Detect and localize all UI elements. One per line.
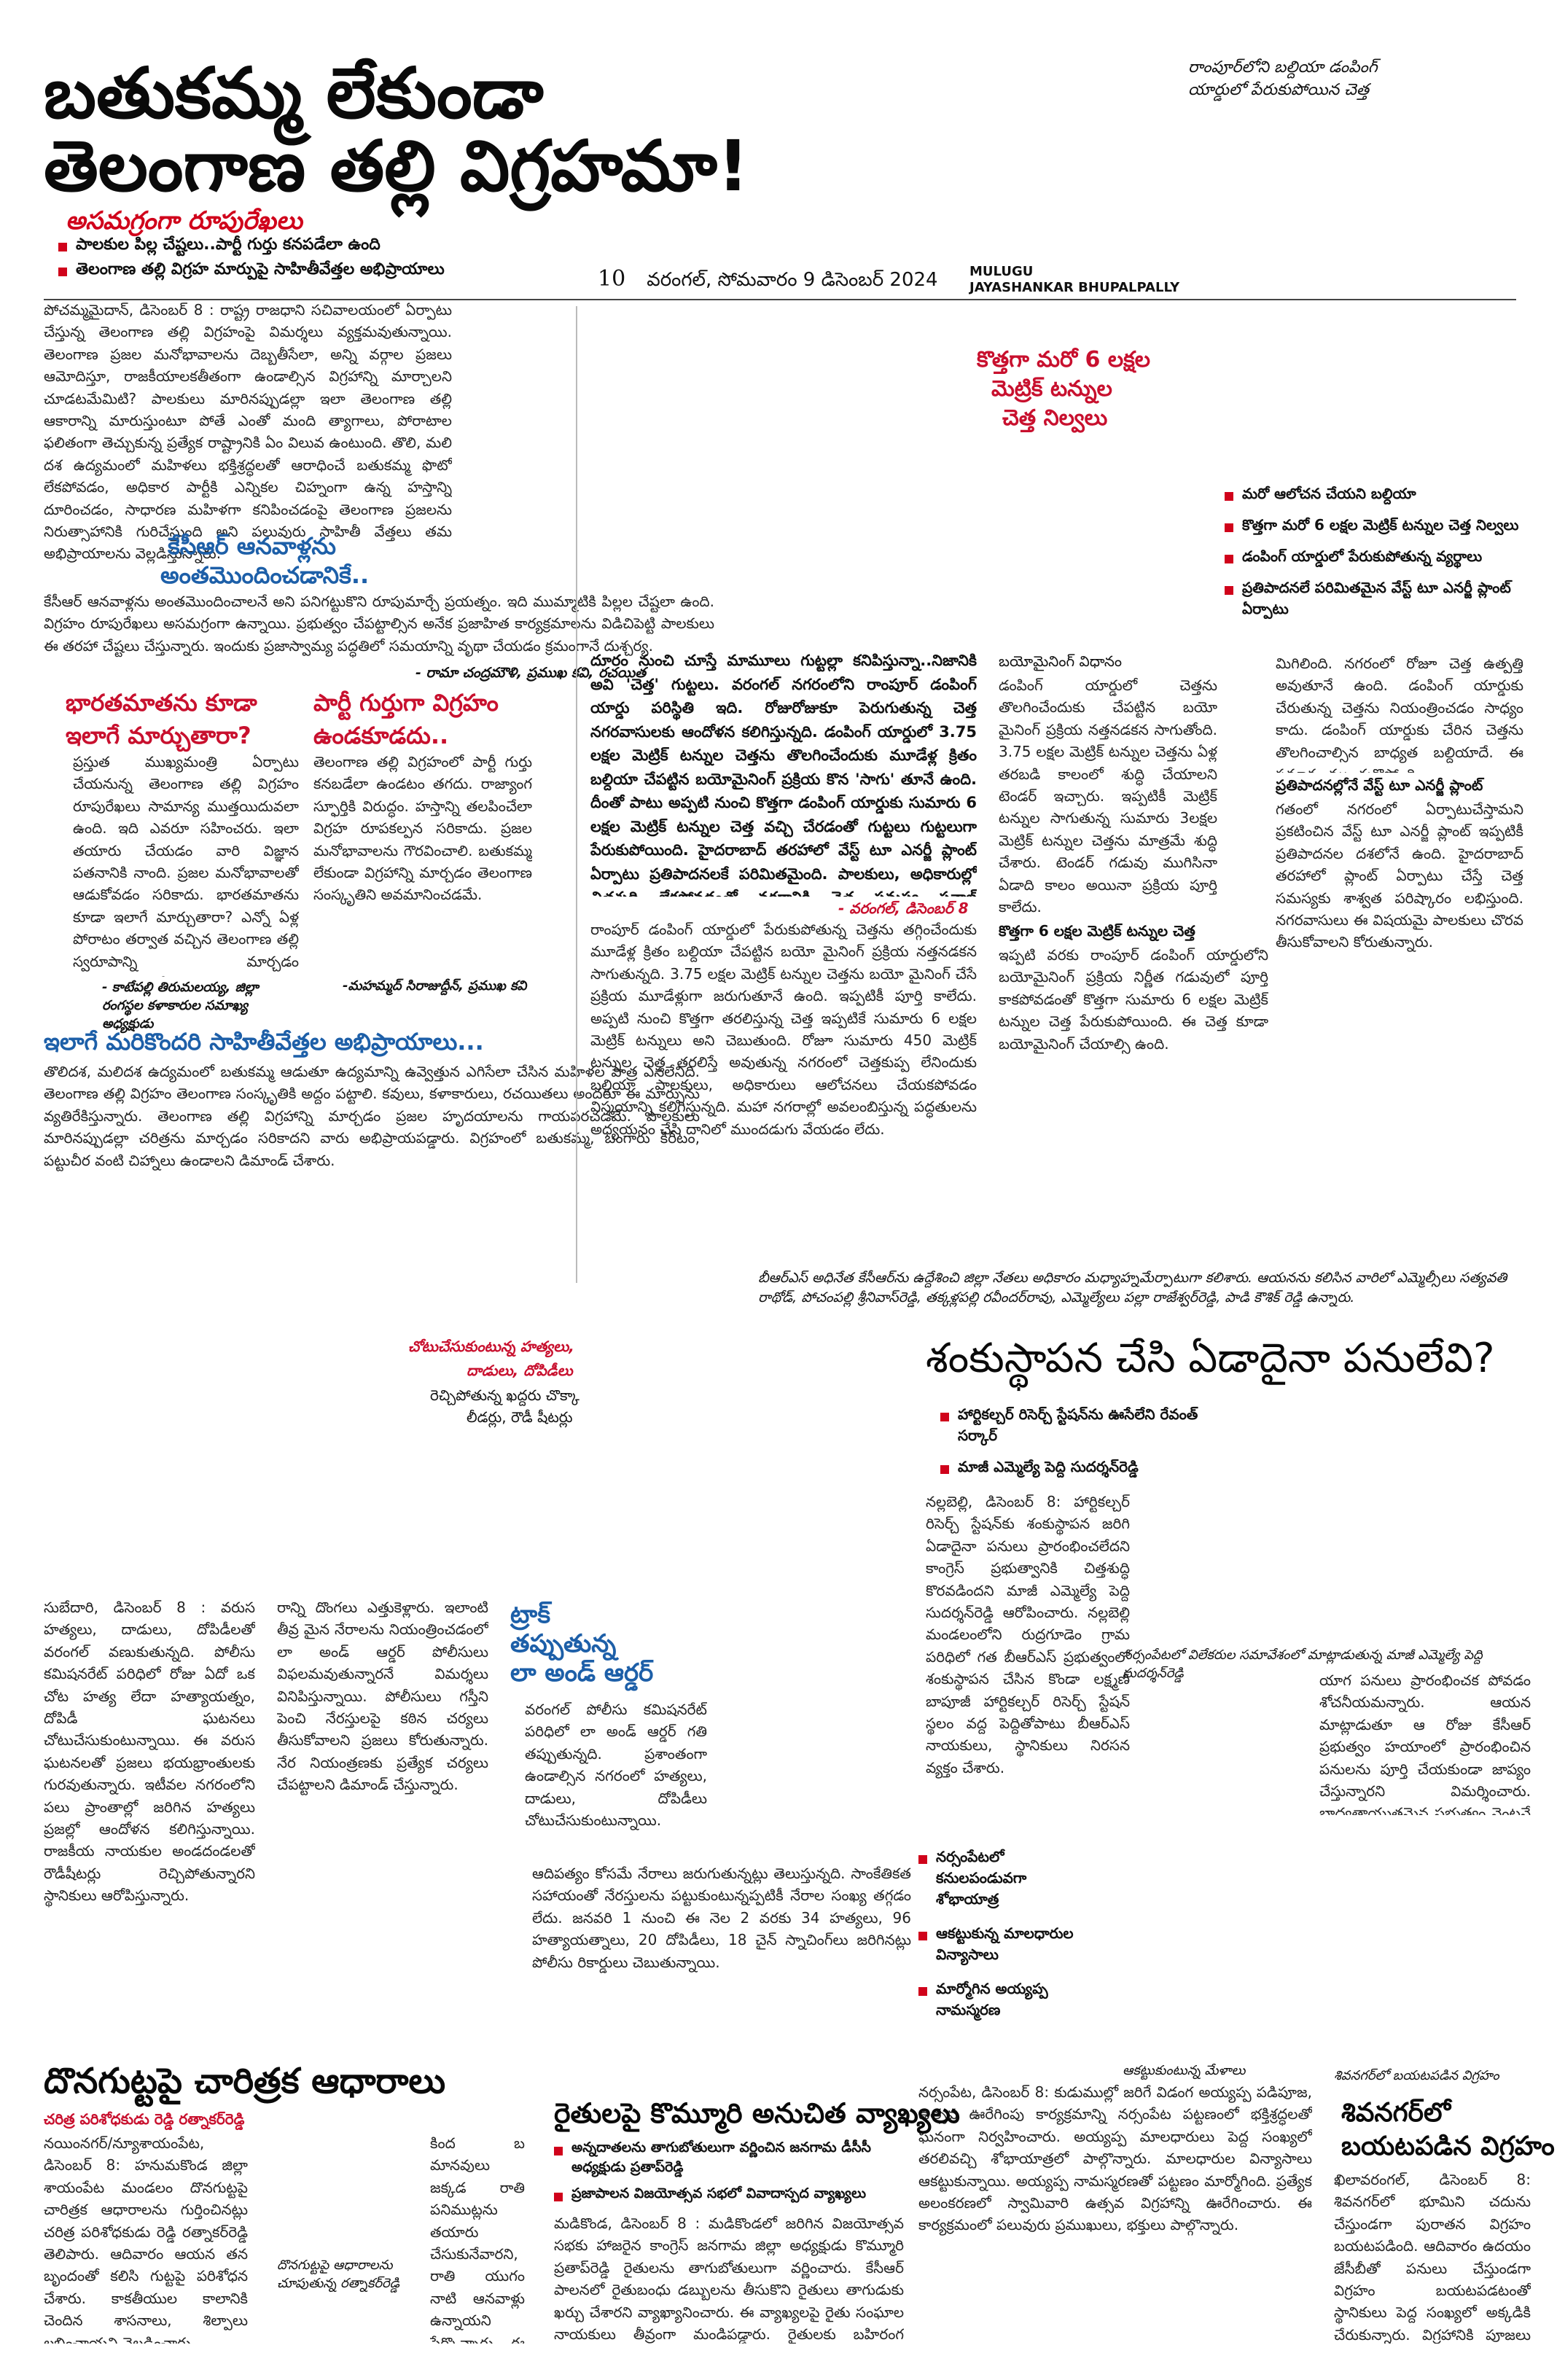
waste-lead: దూరం నుంచి చూస్తే మామూలు గుట్టల్లా కనిపి… — [590, 652, 977, 897]
top-right-caption: రాంపూర్‌లోని బల్దియా డంపింగ్ యార్డులో పే… — [1188, 58, 1378, 99]
sub2-heading: భారతమాతను కూడా — [66, 689, 257, 717]
sub2-signature: - కాటేపల్లి తిరుమలయ్య, జిల్లా రంగస్థల కళ… — [102, 980, 259, 1032]
law-sub-4: లీడర్లు, రౌడీ షీటర్లు — [467, 1408, 573, 1426]
shank-bullet-2: మాజీ ఎమ్మెల్యే పెద్ది సుదర్శన్‌రెడ్డి — [940, 1458, 1203, 1479]
main-headline-line2: తెలంగాణ తల్లి విగ్రహమా! — [44, 125, 749, 207]
sub3-heading-b: ఉండకూడదు.. — [313, 722, 449, 749]
waste-col2-heading-2: కొత్తగా 6 లక్షల మెట్రిక్ టన్నుల చెత్త — [999, 922, 1195, 940]
narsampet-body: నర్సంపేట, డిసెంబర్ 8: కుడుముల్లో జరిగే వ… — [918, 2083, 1312, 2234]
donagutta-byline: చరిత్ర పరిశోధకుడు రెడ్డి రత్నాకర్‌రెడ్డి — [44, 2110, 245, 2128]
shankusthapana-headline: శంకుస్థాపన చేసి ఏడాదైనా పనులేవి? — [926, 1335, 1495, 1382]
nars-bullet-2: ఆకట్టుకున్న మాలధారుల విన్యాసాలు — [918, 1924, 1093, 1967]
waste-lead-signature: - వరంగల్, డిసెంబర్ 8 — [838, 900, 969, 917]
waste-col3: మిగిలింది. నగరంలో రోజూ చెత్త ఉత్పత్తి అవ… — [1276, 655, 1523, 773]
district-label-2: JAYASHANKAR BHUPALPALLY — [969, 280, 1180, 295]
waste-headline-1: కొత్తగా మరో 6 లక్షల — [977, 347, 1151, 372]
main-story-body: పోచమ్మమైదాన్, డిసెంబర్ 8 : రాష్ట్ర రాజధా… — [44, 301, 452, 563]
shank-body-left: నల్లబెల్లి, డిసెంబర్ 8: హార్టికల్చర్ రిస… — [926, 1493, 1130, 1776]
waste-col2-heading: బయోమైనింగ్ విధానం — [999, 652, 1123, 670]
sub3-body: తెలంగాణ తల్లి విగ్రహంలో పార్టీ గుర్తు కన… — [313, 753, 532, 904]
waste-col3-heading: ప్రతిపాదనల్లోనే వేస్ట్ టూ ఎనర్జీ ప్లాంట్ — [1276, 776, 1483, 794]
donagutta-body-right: కింద బ మానవులు జక్కడ రాతి పనిముట్లను తయా… — [430, 2134, 525, 2344]
main-bullet-2: తెలంగాణ తల్లి విగ్రహ మార్పుపై సాహితీవేత్… — [58, 260, 445, 282]
law-headline-2: తప్పుతున్న — [510, 1629, 617, 1658]
dateline: వరంగల్, సోమవారం 9 డిసెంబర్ 2024 — [647, 269, 938, 291]
shank-bullet-1: హార్టికల్చర్ రిసెర్చ్ స్టేషన్‌ను ఊసేలేని… — [940, 1405, 1203, 1448]
waste-bullet-1: మరో ఆలోచన చేయని బల్దియా — [1225, 485, 1531, 506]
law-headline-3: లా అండ్ ఆర్డర్ — [510, 1658, 654, 1688]
main-headline-line1: బతుకమ్మ లేకుండా — [44, 52, 544, 134]
komuri-body: మడికొండ, డిసెంబర్ 8 : మడికొండలో జరిగిన వ… — [554, 2215, 904, 2343]
law-sub-2: దాడులు, దోపిడీలు — [467, 1362, 573, 1379]
law-col3: ఆదిపత్యం కోసమే నేరాలు జరుగుతున్నట్లు తెల… — [532, 1865, 911, 1971]
nars-bullet-3: మార్మోగిన అయ్యప్ప నామస్మరణ — [918, 1980, 1093, 2022]
narsampet-bullets: నర్సంపేటలో కనులపండువగా శోభాయాత్ర ఆకట్టుక… — [918, 1848, 1093, 2022]
komuri-bullet-1: అన్నదాతలను తాగుబోతులుగా వర్ణించిన జనగామ … — [554, 2139, 904, 2179]
bullet-square — [58, 268, 67, 276]
law-col2: రాన్ని దొంగలు ఎత్తుకెళ్లారు. ఇలాంటి తీవ్… — [277, 1599, 488, 1794]
page-number: 10 — [598, 266, 626, 292]
page-header: 10 వరంగల్, సోమవారం 9 డిసెంబర్ 2024 — [598, 266, 1108, 295]
sub4-heading: ఇలాగే మరికొందరి సాహితీవేత్తల అభిప్రాయాలు… — [44, 1028, 484, 1056]
law-headline-1: ట్రాక్ — [510, 1600, 551, 1629]
header-rule — [44, 299, 1516, 300]
sub4-body: తొలిదశ, మలిదశ ఉద్యమంలో బతుకమ్మ ఆడుతూ ఉద్… — [44, 1063, 700, 1169]
sub1-heading: కేసీఆర్ ఆనవాళ్లను — [168, 532, 336, 560]
shank-caption: నర్సంపేటలో విలేకరుల సమావేశంలో మాట్లాడుతు… — [1123, 1647, 1483, 1682]
sub1-body: కేసీఆర్ ఆనవాళ్లను అంతమొందించాలనే అని పని… — [44, 593, 714, 655]
sub3-signature: -మహమ్మద్ సిరాజుద్దీన్, ప్రముఖ కవి — [343, 978, 527, 994]
waste-headline-2: మెట్రిక్ టన్నుల — [991, 376, 1112, 402]
law-sub-1: చోటుచేసుకుంటున్న హత్యలు, — [408, 1338, 574, 1355]
shivanagar-headline-2: బయటపడిన విగ్రహం — [1341, 2131, 1555, 2161]
shivanagar-body: ఖిలావరంగల్, డిసెంబర్ 8: శివనగర్‌లో భూమిన… — [1334, 2171, 1531, 2344]
waste-col3b: గతంలో నగరంలో ఏర్పాటుచేస్తామని ప్రకటించిన… — [1276, 800, 1523, 951]
waste-bullet-3: డంపింగ్ యార్డులో పేరుకుపోతున్న వ్యర్థాలు — [1225, 547, 1531, 569]
law-col1: సుబేదారి, డిసెంబర్ 8 : వరుస హత్యలు, దాడు… — [44, 1599, 255, 1905]
law-intro: వరంగల్ పోలీసు కమిషనరేట్ పరిధిలో లా అండ్ … — [525, 1701, 707, 1829]
waste-bullet-4: ప్రతిపాదనలే పరిమితమైన వేస్ట్ టూ ఎనర్జీ ప… — [1225, 579, 1531, 621]
vertical-divider-left — [576, 306, 577, 1283]
waste-headline-3: చెత్త నిల్వలు — [1002, 405, 1108, 431]
sub2-body: ప్రస్తుత ముఖ్యమంత్రి ఏర్పాటు చేయనున్న తె… — [73, 753, 299, 977]
sub2-heading-b: ఇలాగే మార్చుతారా? — [66, 722, 251, 749]
shank-body-right: యాగ పనులు ప్రారంభించక పోవడం శోచనీయమన్నార… — [1319, 1671, 1531, 1815]
donagutta-caption: దొనగుట్టపై ఆధారాలను చూపుతున్న రత్నాకర్‌ర… — [277, 2258, 400, 2292]
photo-caption: బీఆర్ఎస్ అధినేత కేసీఆర్‌ను ఉద్దేశించి జి… — [758, 1270, 1507, 1306]
district-label-1: MULUGU — [969, 264, 1034, 279]
sub1-signature: - రామా చంద్రమౌళి, ప్రముఖ కవి, రచయిత — [415, 665, 647, 681]
main-kicker: అసమగ్రంగా రూపురేఖలు — [66, 206, 303, 235]
waste-col2: డంపింగ్ యార్డులో చెత్తను తొలగించేందుకు చ… — [999, 676, 1217, 915]
bullet-square — [58, 243, 67, 251]
shivanagar-headline-1: శివనగర్‌లో — [1341, 2098, 1451, 2128]
shivanagar-caption: శివనగర్‌లో బయటపడిన విగ్రహం — [1334, 2068, 1499, 2083]
donagutta-body-left: నయింనగర్/న్యూశాయంపేట, డిసెంబర్ 8: హనుమకొ… — [44, 2134, 248, 2344]
komuri-bullet-2: ప్రజాపాలన విజయోత్సవ సభలో వివాదాస్పద వ్యా… — [554, 2185, 904, 2205]
nars-bullet-1: నర్సంపేటలో కనులపండువగా శోభాయాత్ర — [918, 1848, 1093, 1911]
sub3-heading: పార్టీ గుర్తుగా విగ్రహం — [313, 689, 499, 717]
waste-col1: రాంపూర్ డంపింగ్ యార్డులో పేరుకుపోతున్న చ… — [590, 921, 977, 1138]
law-sub-3: రెచ్చిపోతున్న ఖద్దరు చొక్కా — [430, 1386, 580, 1404]
main-bullet-1: పాలకుల పిల్ల చేష్టలు..పార్టీ గుర్తు కనపడ… — [58, 235, 381, 257]
waste-bullets: మరో ఆలోచన చేయని బల్దియా కొత్తగా మరో 6 లక… — [1225, 485, 1531, 621]
waste-bullet-2: కొత్తగా మరో 6 లక్షల మెట్రిక్ టన్నుల చెత్… — [1225, 516, 1531, 537]
narsampet-caption: ఆకట్టుకుంటున్న మేళాలు — [1123, 2063, 1246, 2078]
donagutta-headline: దొనగుట్టపై చారిత్రక ఆధారాలు — [44, 2061, 446, 2102]
komuri-headline: రైతులపై కొమ్మూరి అనుచిత వ్యాఖ్యలు — [554, 2097, 960, 2129]
sub1-heading-b: అంతమొందించడానికే.. — [160, 561, 370, 589]
waste-col2b: ఇప్పటి వరకు రాంపూర్ డంపింగ్ యార్డులోని బ… — [999, 946, 1268, 1053]
